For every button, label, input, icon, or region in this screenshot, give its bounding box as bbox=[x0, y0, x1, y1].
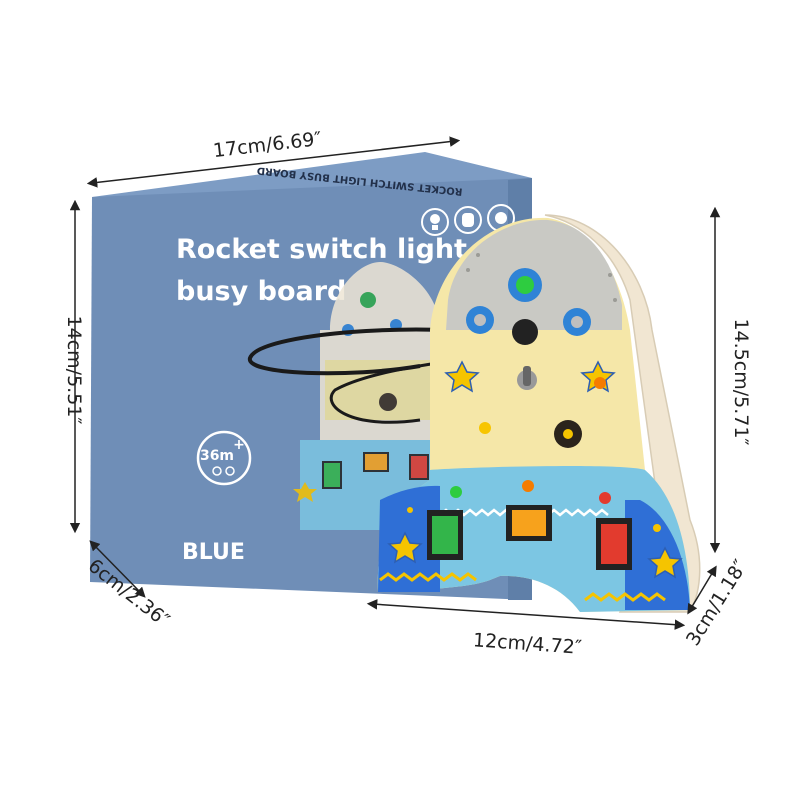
star-icons bbox=[387, 360, 683, 579]
rocker-switch-red bbox=[596, 518, 632, 570]
small-dot bbox=[407, 507, 413, 513]
led-orange-2 bbox=[522, 480, 534, 492]
box-width-arrow bbox=[86, 136, 461, 188]
cable-socket bbox=[512, 319, 538, 345]
zigzag-band-right bbox=[584, 592, 666, 602]
rotary-knob bbox=[554, 420, 582, 448]
led-red bbox=[599, 492, 611, 504]
hand-icon bbox=[454, 206, 482, 234]
rocker-switch-orange bbox=[506, 505, 552, 541]
board-fin-right bbox=[625, 500, 690, 610]
toggle-switch bbox=[517, 366, 537, 390]
led-lights-top bbox=[466, 268, 591, 336]
led-green bbox=[450, 486, 462, 498]
board-width-label: 12cm/4.72″ bbox=[472, 629, 582, 659]
board-width-arrow bbox=[366, 599, 686, 630]
board-depth-arrow bbox=[687, 565, 717, 615]
rivets bbox=[466, 253, 617, 302]
dimension-lines bbox=[69, 136, 721, 630]
box-title-line-2: busy board bbox=[176, 276, 346, 307]
box-title-line-1: Rocket switch light bbox=[176, 234, 467, 265]
led-orange bbox=[594, 377, 606, 389]
age-badge-plus: + bbox=[233, 437, 245, 453]
box-width-label: 17cm/6.69″ bbox=[212, 128, 323, 162]
lightbulb-icon bbox=[421, 208, 449, 236]
rocker-switch-green bbox=[427, 510, 463, 560]
small-dot bbox=[653, 524, 661, 532]
zigzag-band bbox=[379, 572, 477, 582]
age-badge: 36m + bbox=[196, 430, 252, 486]
rocket-board bbox=[377, 214, 701, 613]
age-badge-text: 36m bbox=[200, 448, 234, 464]
board-height-label: 14.5cm/5.71″ bbox=[730, 318, 752, 445]
box-height-label: 14cm/5.51″ bbox=[63, 316, 85, 425]
color-label: BLUE bbox=[182, 540, 245, 565]
box-depth-arrow bbox=[89, 540, 146, 598]
board-fin-left bbox=[378, 485, 440, 592]
led-yellow bbox=[479, 422, 491, 434]
